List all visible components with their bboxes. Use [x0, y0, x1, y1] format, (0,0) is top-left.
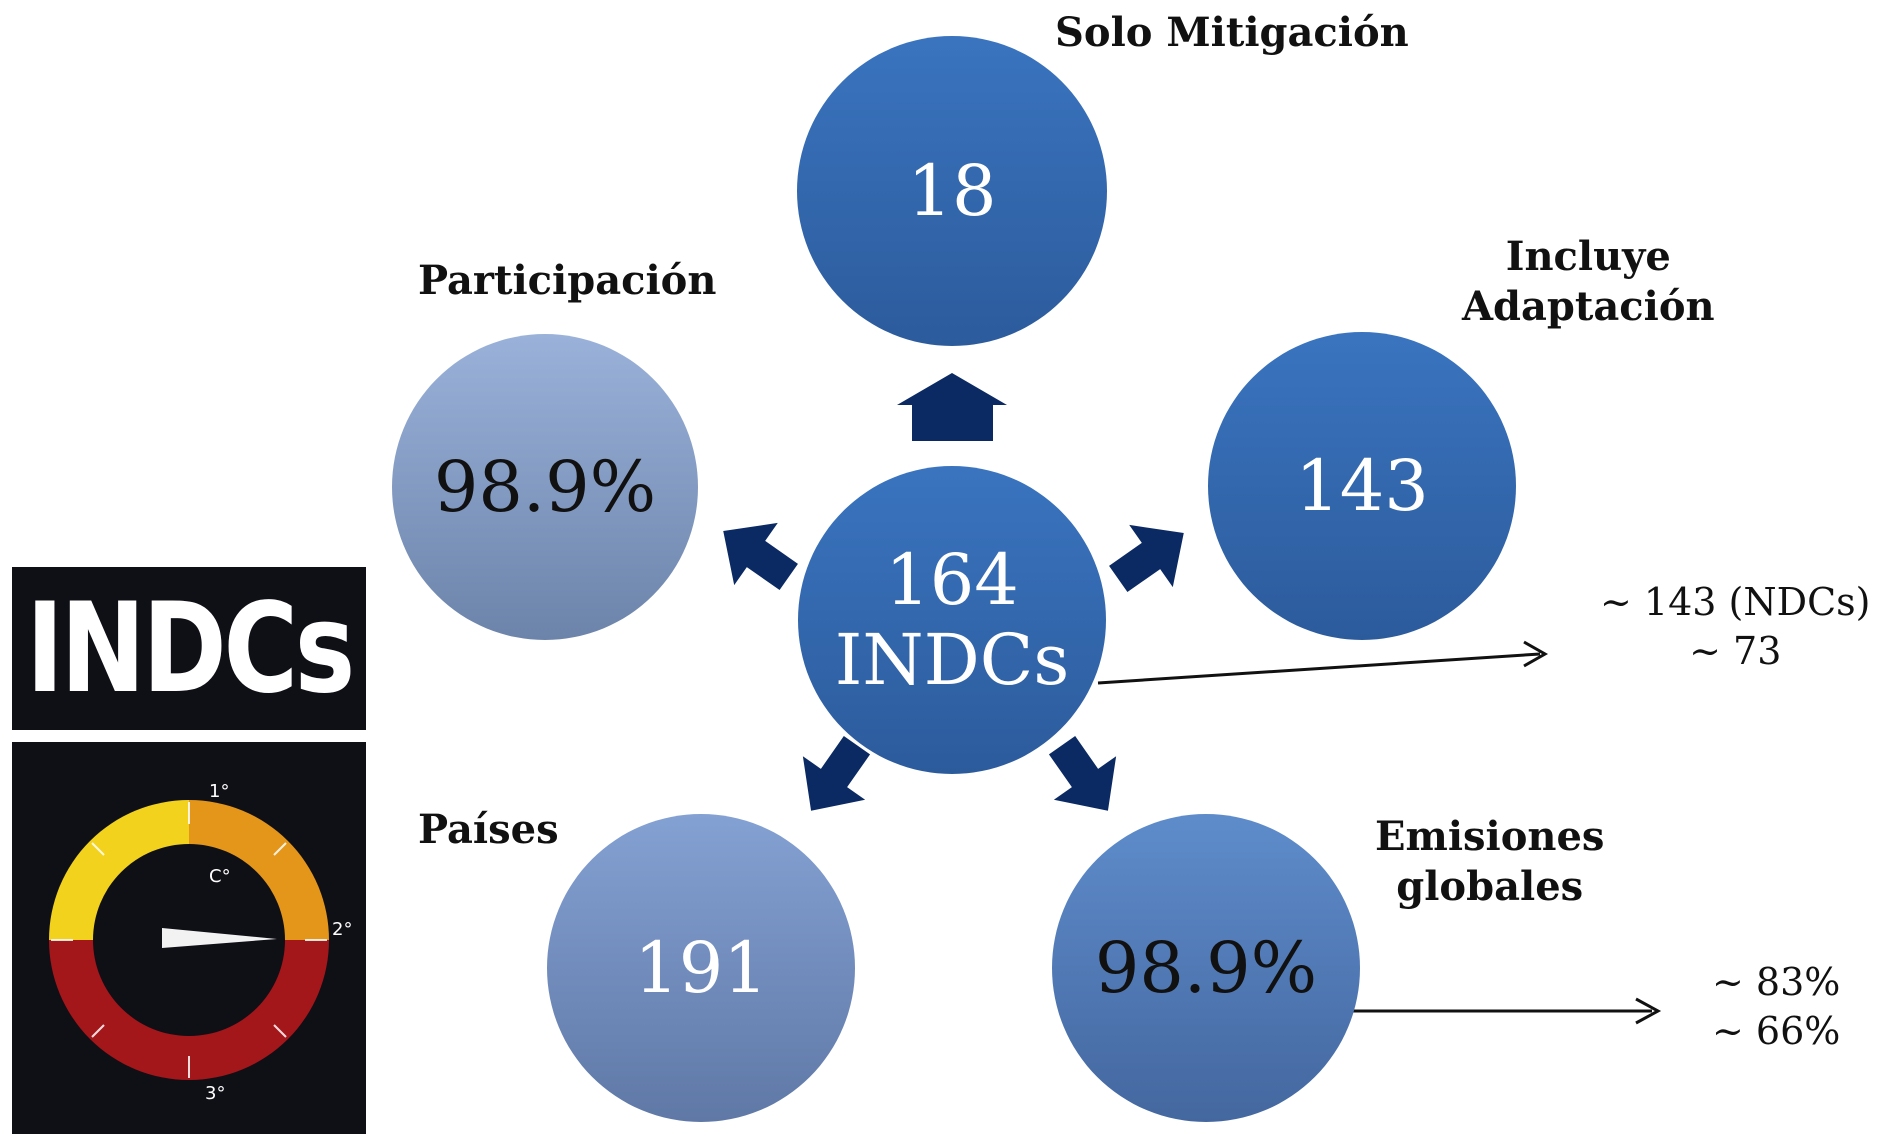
- label-participacion: Participación: [418, 257, 717, 304]
- node-value: 143: [1295, 444, 1429, 527]
- arrow-upleft-icon: [723, 522, 798, 591]
- label-line: globales: [1396, 863, 1584, 910]
- emisiones-note: ~ 83% ~ 66%: [1712, 958, 1840, 1057]
- center-pointer-line: [1097, 652, 1541, 685]
- label-incluye-adaptacion: Incluye Adaptación: [1462, 232, 1715, 332]
- gauge-unit: C°: [209, 866, 231, 887]
- center-note: ~ 143 (NDCs) ~ 73: [1600, 578, 1870, 677]
- note-line: ~ 83%: [1712, 960, 1841, 1004]
- center-value: 164: [885, 538, 1019, 621]
- emisiones-pointer-arrowhead-icon: [1635, 997, 1662, 1025]
- label-solo-mitigacion: Solo Mitigación: [1055, 9, 1409, 56]
- node-value: 98.9%: [433, 445, 657, 528]
- gauge-mark-3: 3°: [205, 1083, 225, 1104]
- node-emisiones-globales: 98.9%: [1052, 814, 1360, 1122]
- arrow-up-icon: [897, 373, 1007, 441]
- arrow-downleft-icon: [802, 736, 871, 811]
- node-solo-mitigacion: 18: [797, 36, 1107, 346]
- center-label: INDCs: [834, 619, 1070, 701]
- label-line: Emisiones: [1375, 813, 1605, 860]
- logo-text: INDCs: [25, 576, 355, 721]
- indcs-logo: INDCs: [12, 567, 366, 730]
- node-value: 98.9%: [1094, 926, 1318, 1009]
- note-line: ~ 143 (NDCs): [1600, 580, 1871, 624]
- arrow-downright-icon: [1048, 736, 1117, 811]
- node-incluye-adaptacion: 143: [1208, 332, 1516, 640]
- note-line: ~ 66%: [1712, 1009, 1841, 1054]
- label-line: Adaptación: [1462, 283, 1715, 330]
- node-value: 191: [634, 926, 768, 1009]
- center-pointer-arrowhead-icon: [1523, 640, 1549, 668]
- gauge-needle-icon: [162, 928, 277, 948]
- label-emisiones-globales: Emisiones globales: [1375, 812, 1604, 912]
- temperature-gauge-logo: 1° 2° 3° C°: [12, 742, 366, 1134]
- label-line: Incluye: [1505, 233, 1671, 280]
- note-line: ~ 73: [1689, 629, 1782, 674]
- node-participacion: 98.9%: [392, 334, 698, 640]
- gauge-mark-1: 1°: [209, 781, 229, 802]
- node-paises: 191: [547, 814, 855, 1122]
- arrow-upright-icon: [1109, 524, 1184, 593]
- node-center-indcs: 164 INDCs: [798, 466, 1106, 774]
- gauge-mark-2: 2°: [332, 919, 352, 940]
- label-paises: Países: [418, 806, 559, 853]
- node-value: 18: [907, 149, 997, 232]
- gauge-icon: 1° 2° 3° C°: [49, 781, 352, 1104]
